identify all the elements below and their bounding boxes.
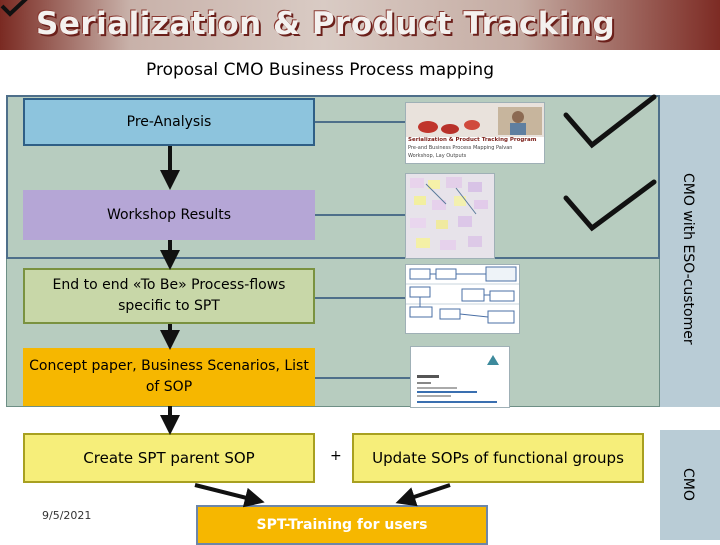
cmo-side-strip: CMO xyxy=(660,430,720,540)
checkmark-icon xyxy=(0,0,28,17)
connector-line xyxy=(315,214,405,216)
eso-region-label: CMO with ESO-customer xyxy=(680,173,696,345)
program-cover-thumbnail: Serialization & Product Tracking Program… xyxy=(405,102,545,164)
step-create-parent-sop: Create SPT parent SOP xyxy=(23,433,315,483)
eso-side-strip: CMO with ESO-customer xyxy=(660,95,720,407)
step-spt-training: SPT-Training for users xyxy=(196,505,488,545)
down-arrow-icon xyxy=(395,483,451,507)
header-banner: Serialization & Product Tracking xyxy=(0,0,720,50)
page-subtitle: Proposal CMO Business Process mapping xyxy=(146,60,494,80)
checkmark-icon xyxy=(563,179,657,232)
connector-line xyxy=(315,121,405,123)
cmo-region-label: CMO xyxy=(680,468,696,501)
eso-region-upper xyxy=(6,95,660,259)
workshop-board-thumbnail xyxy=(405,173,495,259)
step-concept-paper: Concept paper, Business Scenarios, List … xyxy=(23,348,315,406)
plus-sign: + xyxy=(330,448,342,464)
thumbnail-line: Serialization & Product Tracking Program xyxy=(408,137,537,143)
connector-line xyxy=(315,377,410,379)
process-flow-thumbnail xyxy=(405,264,520,334)
thumbnail-line: Workshop, Lay Outputs xyxy=(408,153,467,159)
footer-date: 9/5/2021 xyxy=(42,509,92,522)
step-workshop-results: Workshop Results xyxy=(23,190,315,240)
banner-title: Serialization & Product Tracking xyxy=(36,6,616,42)
connector-line xyxy=(315,297,405,299)
checkmark-icon xyxy=(563,94,657,149)
concept-document-thumbnail xyxy=(410,346,510,408)
step-update-sops: Update SOPs of functional groups xyxy=(352,433,644,483)
step-pre-analysis: Pre-Analysis xyxy=(23,98,315,146)
thumbnail-line: Pre-and Business Process Mapping Palvan xyxy=(408,145,513,151)
down-arrow-icon xyxy=(194,483,265,508)
